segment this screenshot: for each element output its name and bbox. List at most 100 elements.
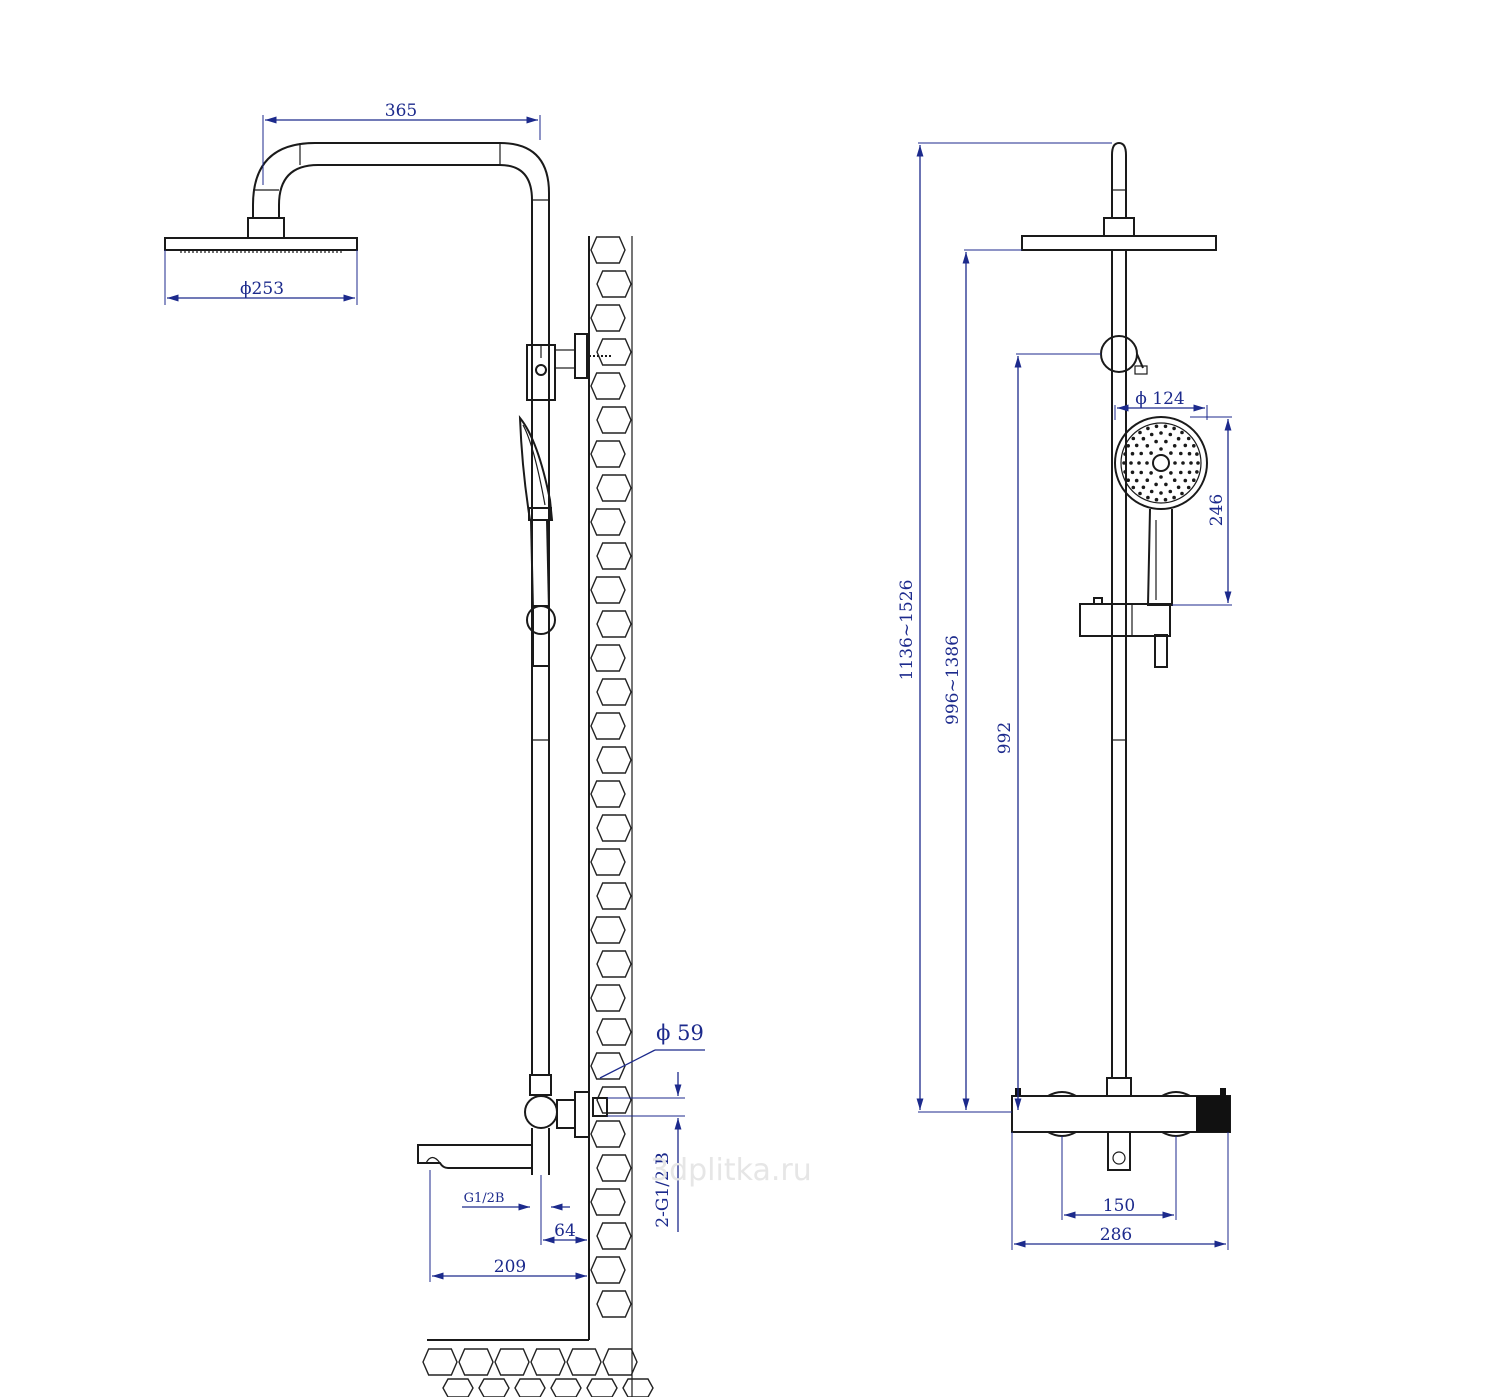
front-overhead-head bbox=[1021, 235, 1217, 251]
floor-stone bbox=[478, 1378, 510, 1397]
overhead-shower-head bbox=[164, 237, 358, 253]
dim-head-diameter: ϕ253 bbox=[240, 279, 284, 299]
wall-stone-pattern bbox=[590, 236, 632, 1318]
wall-stone bbox=[590, 1256, 626, 1284]
spray-nozzle bbox=[1149, 489, 1154, 494]
spray-nozzle bbox=[1154, 424, 1159, 429]
wall-stone bbox=[596, 338, 632, 366]
riser-pipe bbox=[531, 345, 550, 1075]
front-riser bbox=[1111, 250, 1127, 1078]
spray-nozzle bbox=[1130, 470, 1135, 475]
spray-nozzle bbox=[1145, 444, 1150, 448]
mixer-side bbox=[417, 1074, 608, 1175]
front-slider bbox=[1079, 597, 1171, 637]
dim-holder-height: 992 bbox=[995, 722, 1015, 754]
dim-head-height: 996~1386 bbox=[943, 635, 963, 725]
wall-stone bbox=[596, 814, 632, 842]
spray-nozzle bbox=[1123, 452, 1127, 456]
spray-nozzle bbox=[1139, 470, 1143, 475]
floor-stone-pattern bbox=[422, 1348, 654, 1397]
spray-nozzle bbox=[1159, 491, 1163, 495]
spray-nozzle bbox=[1168, 489, 1173, 494]
wall-stone bbox=[590, 644, 626, 672]
dim-inlet-left: G1/2B bbox=[464, 1191, 505, 1206]
wall-stone bbox=[590, 1052, 626, 1080]
wall-stone bbox=[596, 1154, 632, 1182]
front-arm bbox=[1103, 141, 1135, 237]
floor-stone bbox=[586, 1378, 618, 1397]
spray-nozzle bbox=[1183, 443, 1188, 448]
spray-nozzle bbox=[1164, 482, 1168, 487]
spray-nozzle bbox=[1139, 451, 1143, 456]
spray-nozzle bbox=[1186, 485, 1191, 490]
spray-nozzle bbox=[1173, 461, 1177, 465]
dim-hand-length: 246 bbox=[1207, 494, 1227, 526]
spray-nozzles bbox=[1122, 424, 1200, 502]
spray-nozzle bbox=[1163, 424, 1168, 429]
spray-nozzle bbox=[1172, 495, 1176, 500]
spray-nozzle bbox=[1172, 478, 1177, 483]
spray-nozzle bbox=[1196, 461, 1200, 465]
dim-diverter-diameter: ϕ 59 bbox=[656, 1021, 704, 1045]
spray-nozzle bbox=[1192, 478, 1196, 483]
floor-stone bbox=[514, 1378, 546, 1397]
spray-nozzle bbox=[1187, 470, 1192, 475]
spray-nozzle bbox=[1154, 482, 1158, 487]
front-view: 1136~1526 996~1386 992 ϕ 124 246 150 286 bbox=[897, 141, 1232, 1250]
wall-stone bbox=[590, 304, 626, 332]
dim-spout-209: 209 bbox=[494, 1257, 526, 1277]
front-bracket bbox=[1100, 335, 1148, 375]
wall-stone bbox=[590, 372, 626, 400]
wall-stone bbox=[590, 780, 626, 808]
spray-nozzle bbox=[1159, 447, 1163, 451]
dim-inlet-right: 2-G1/2 B bbox=[653, 1152, 673, 1227]
spray-nozzle bbox=[1126, 478, 1130, 483]
wall-stone bbox=[596, 406, 632, 434]
front-hand-shower bbox=[1114, 416, 1208, 668]
wall-stone bbox=[590, 440, 626, 468]
spray-nozzle bbox=[1163, 497, 1168, 502]
dim-total-height: 1136~1526 bbox=[897, 580, 917, 681]
wall-stone bbox=[590, 508, 626, 536]
dim-width-365: 365 bbox=[385, 101, 417, 121]
spray-nozzle bbox=[1137, 461, 1141, 465]
wall-stone bbox=[590, 576, 626, 604]
spray-nozzle bbox=[1169, 471, 1173, 475]
spray-nozzle bbox=[1141, 485, 1146, 490]
wall-stone bbox=[596, 746, 632, 774]
floor-stone bbox=[530, 1348, 566, 1376]
spray-nozzle bbox=[1145, 478, 1150, 483]
dim-center-distance: 150 bbox=[1103, 1196, 1135, 1216]
front-dimensions: 1136~1526 996~1386 992 ϕ 124 246 150 286 bbox=[897, 142, 1232, 1250]
wall-stone bbox=[596, 678, 632, 706]
spray-nozzle bbox=[1131, 485, 1136, 490]
watermark: 3dplitka.ru bbox=[650, 1153, 812, 1188]
wall-stone bbox=[596, 610, 632, 638]
wall-bracket bbox=[526, 333, 612, 401]
floor-stone bbox=[442, 1378, 474, 1397]
spray-nozzle bbox=[1123, 470, 1127, 474]
spray-nozzle bbox=[1129, 461, 1133, 465]
spray-nozzle bbox=[1176, 436, 1181, 441]
spray-nozzle bbox=[1134, 443, 1139, 448]
spray-nozzle bbox=[1149, 471, 1153, 475]
floor-stone bbox=[494, 1348, 530, 1376]
wall-stone bbox=[590, 1188, 626, 1216]
wall-stone bbox=[596, 1222, 632, 1250]
spray-nozzle bbox=[1195, 452, 1199, 456]
shower-arm bbox=[247, 142, 550, 345]
spray-nozzle bbox=[1168, 432, 1173, 437]
spray-nozzle bbox=[1126, 444, 1130, 448]
side-view: 365 ϕ253 ϕ 59 2-G1/2 B G1/2B 64 209 bbox=[164, 101, 705, 1397]
wall-stone bbox=[596, 474, 632, 502]
spray-nozzle bbox=[1180, 430, 1184, 435]
spray-nozzle bbox=[1187, 451, 1192, 456]
wall-stone bbox=[596, 1086, 632, 1114]
wall-stone bbox=[596, 1290, 632, 1318]
spray-nozzle bbox=[1186, 436, 1191, 441]
spray-nozzle bbox=[1138, 491, 1142, 496]
dim-body-width: 286 bbox=[1100, 1225, 1132, 1245]
spray-nozzle bbox=[1154, 497, 1159, 502]
floor-stone bbox=[458, 1348, 494, 1376]
spray-nozzle bbox=[1159, 475, 1163, 479]
